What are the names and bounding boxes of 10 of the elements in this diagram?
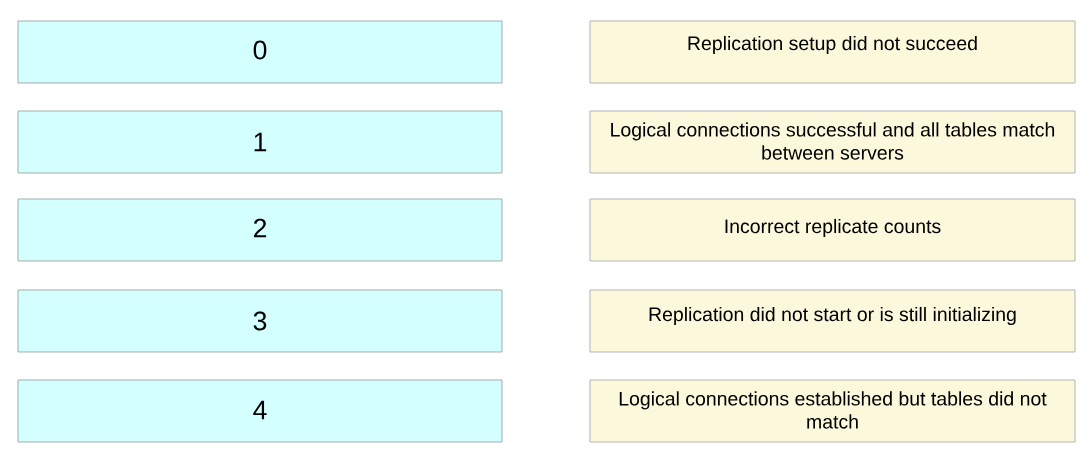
number-box: 1 xyxy=(17,110,503,174)
description-box: Logical connections established but tables did not match xyxy=(589,379,1076,443)
description-box: Incorrect replicate counts xyxy=(589,198,1076,262)
number-box: 0 xyxy=(17,20,503,84)
description-box: Logical connections successful and all tables match between servers xyxy=(589,110,1076,174)
number-box: 4 xyxy=(17,379,503,443)
number-box: 3 xyxy=(17,289,503,353)
description-box: Replication did not start or is still initializing xyxy=(589,289,1076,353)
number-box: 2 xyxy=(17,198,503,262)
description-box: Replication setup did not succeed xyxy=(589,20,1076,84)
